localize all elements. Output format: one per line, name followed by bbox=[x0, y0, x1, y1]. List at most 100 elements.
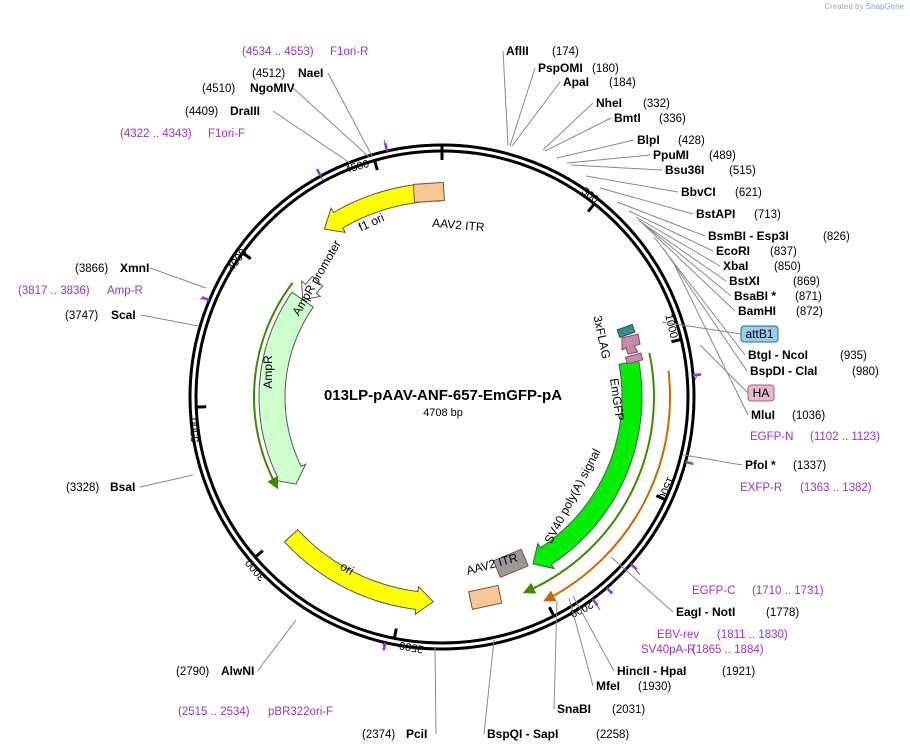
primer-sv40pa-r: SV40pA-R bbox=[641, 644, 695, 656]
leader-apai bbox=[511, 81, 561, 147]
site-pos-apai: (184) bbox=[609, 77, 636, 89]
leader-pspomi bbox=[509, 67, 536, 147]
primer-ebv-rev: EBV-rev bbox=[657, 629, 699, 641]
site-pos-aflii: (174) bbox=[552, 46, 579, 58]
site-pos-snabi: (2031) bbox=[612, 704, 645, 716]
primer-amp-r: Amp-R bbox=[107, 285, 143, 297]
site-pos-bsmbi-esp3i: (826) bbox=[823, 231, 850, 243]
feature-label-3xflag: 3xFLAG bbox=[590, 314, 613, 360]
feature-label-aav2-itr-2: AAV2 ITR bbox=[465, 551, 520, 578]
site-pos-bstxi: (869) bbox=[793, 276, 820, 288]
site-mfei: MfeI bbox=[596, 679, 620, 693]
feature-label-ampr-promoter: AmpR promoter bbox=[289, 238, 343, 318]
site-pos-blpi: (428) bbox=[678, 135, 705, 147]
orf-arrow-ampr bbox=[253, 282, 294, 490]
site-xbai: XbaI bbox=[723, 259, 748, 273]
site-bbvci: BbvCI bbox=[681, 185, 716, 199]
leader-bspqi-sapi bbox=[483, 639, 495, 735]
site-bspdi-clai: BspDI - ClaI bbox=[750, 364, 817, 378]
primer-mark-sv40pa-r bbox=[591, 598, 599, 607]
primer-range-exfp-r: (1363 .. 1382) bbox=[800, 482, 872, 494]
plasmid-length: 4708 bp bbox=[423, 407, 463, 419]
site-bsabi: BsaBI * bbox=[734, 289, 776, 303]
site-bspqi-sapi: BspQI - SapI bbox=[487, 727, 558, 741]
primer-egfp-c: EGFP-C bbox=[692, 585, 735, 597]
tick-2500 bbox=[392, 628, 398, 639]
feature-label-aav2-itr-1: AAV2 ITR bbox=[432, 216, 486, 235]
leader-lines bbox=[139, 50, 749, 735]
leader-bamhi bbox=[640, 221, 736, 312]
site-pos-alwni: (2790) bbox=[176, 666, 209, 678]
site-pos-scai: (3747) bbox=[65, 310, 98, 322]
leader-aflii bbox=[502, 50, 509, 146]
site-pos-hincii-hpai: (1921) bbox=[722, 666, 755, 678]
leader-bstxi bbox=[637, 219, 727, 282]
site-scai: ScaI bbox=[111, 308, 136, 322]
leader-mfei bbox=[568, 597, 594, 687]
leader-ppumi bbox=[566, 154, 651, 164]
site-pos-bmti: (336) bbox=[659, 113, 686, 125]
site-ngomiv: NgoMIV bbox=[250, 81, 295, 95]
leader-bsu36i bbox=[570, 164, 663, 171]
site-blpi: BlpI bbox=[637, 133, 660, 147]
tick-label-4500: 4500 bbox=[344, 158, 371, 176]
site-naei: NaeI bbox=[298, 66, 323, 80]
leader-pfoi bbox=[683, 454, 743, 466]
site-pos-bamhi: (872) bbox=[796, 306, 823, 318]
primer-mark-f1ori-f bbox=[315, 168, 322, 177]
leader-ecori bbox=[628, 210, 714, 252]
boxed-label-ha: HA bbox=[753, 386, 770, 400]
primer-f1ori-r: F1ori-R bbox=[330, 46, 368, 58]
primer-range-f1ori-f: (4322 .. 4343) bbox=[120, 128, 192, 140]
tick-label-1000: 1000 bbox=[662, 313, 679, 340]
leader-bsai bbox=[139, 474, 194, 488]
primer-range-pbr322ori-f: (2515 .. 2534) bbox=[178, 706, 250, 718]
tick-500 bbox=[586, 202, 596, 213]
primer-mark-ebv-rev bbox=[605, 586, 613, 595]
leader-nhei bbox=[542, 102, 594, 151]
primer-range-sv40pa-r: (1865 .. 1884) bbox=[692, 644, 764, 656]
primer-mark-egfp-c bbox=[629, 563, 638, 571]
site-pos-ecori: (837) bbox=[770, 246, 797, 258]
site-pos-pfoi: (1337) bbox=[793, 460, 826, 472]
site-pos-xmni: (3866) bbox=[75, 263, 108, 275]
feature-ampr-promoter-shape bbox=[301, 275, 324, 301]
feature-emgfp-shape bbox=[532, 360, 643, 570]
site-nhei: NheI bbox=[596, 96, 622, 110]
site-ecori: EcoRI bbox=[716, 244, 750, 258]
site-pos-draiii: (4409) bbox=[185, 106, 218, 118]
leader-pcii bbox=[434, 647, 437, 735]
site-eagi-noti: EagI - NotI bbox=[676, 605, 735, 619]
tick-label-2500: 2500 bbox=[398, 639, 424, 656]
site-pos-btgi-ncoi: (935) bbox=[840, 350, 867, 362]
leader-draiii bbox=[272, 110, 351, 164]
primer-mark-amp-r bbox=[201, 296, 210, 302]
site-pos-bsabi: (871) bbox=[795, 291, 822, 303]
site-pfoi: PfoI * bbox=[745, 458, 776, 472]
leader-ngomiv bbox=[292, 87, 370, 158]
primer-mark-pbr322ori-f bbox=[382, 642, 387, 651]
primer-f1ori-f: F1ori-F bbox=[208, 128, 245, 140]
tick-2000 bbox=[548, 606, 556, 617]
feature-ampr bbox=[258, 291, 314, 485]
leader-bsabi bbox=[639, 220, 732, 297]
tick-label-3500: 3500 bbox=[189, 418, 202, 443]
feature-ori bbox=[283, 528, 435, 616]
site-pos-naei: (4512) bbox=[252, 68, 285, 80]
orf-arrow-emgfp bbox=[522, 352, 655, 594]
site-pos-bspdi-clai: (980) bbox=[852, 366, 879, 378]
site-bsai: BsaI bbox=[110, 480, 135, 494]
leader-alwni bbox=[257, 619, 297, 672]
boxed-ha bbox=[747, 384, 775, 402]
feature-emgfp bbox=[532, 360, 643, 570]
site-bmti: BmtI bbox=[614, 111, 641, 125]
feature-label-ampr: AmpR bbox=[261, 355, 275, 389]
leader-scai bbox=[140, 314, 199, 327]
feature-tag-1 bbox=[621, 333, 641, 355]
tick-1000 bbox=[671, 337, 682, 344]
site-bstxi: BstXI bbox=[729, 274, 760, 288]
leader-naei bbox=[327, 72, 373, 157]
boxed-attb1 bbox=[740, 325, 779, 343]
